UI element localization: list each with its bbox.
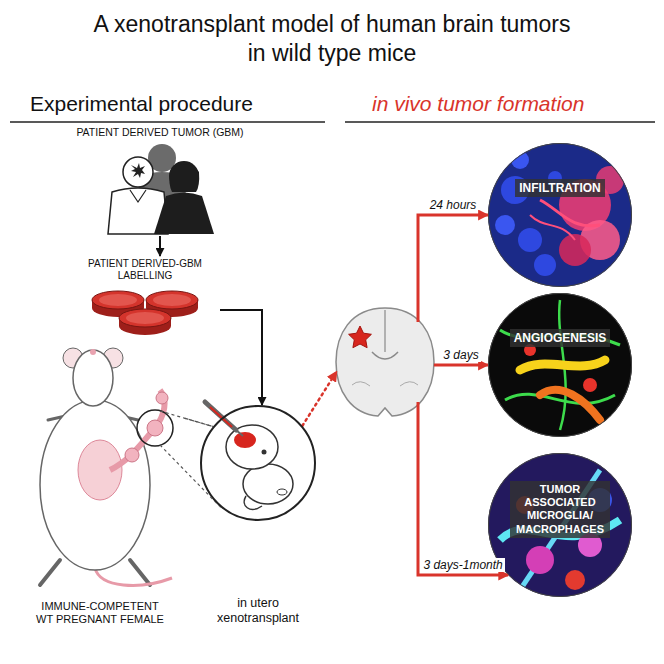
culture-dishes <box>153 294 191 306</box>
connector <box>302 371 336 425</box>
header-rule <box>10 122 655 123</box>
people-figure <box>154 193 214 235</box>
micrograph <box>565 570 585 590</box>
edge-label: 3 days-1month <box>421 558 504 572</box>
circle-outline <box>489 144 632 287</box>
brain-section <box>400 382 418 386</box>
people-figure <box>130 190 146 202</box>
connector <box>159 236 161 256</box>
edge-label: 24 hours <box>428 198 479 212</box>
embryo-figure <box>210 407 232 427</box>
brain-section <box>336 308 434 416</box>
node-label: PATIENT DERIVED-GBM LABELLING <box>70 258 220 282</box>
connector <box>220 310 262 405</box>
embryo-figure <box>262 450 267 455</box>
brain-section <box>330 300 440 420</box>
mouse-figure <box>147 420 163 436</box>
micrograph <box>518 228 542 252</box>
mouse-figure <box>73 350 113 406</box>
edge-label: 3 days <box>441 348 480 362</box>
micrograph <box>488 293 632 437</box>
band-label: ANGIOGENESIS <box>510 329 611 347</box>
embryo-figure <box>236 430 243 436</box>
zoom-line <box>160 411 213 427</box>
culture-dishes <box>92 291 198 335</box>
micrograph <box>505 394 615 403</box>
micrograph <box>540 200 600 226</box>
circle-outline <box>489 294 632 437</box>
people-figure <box>123 157 153 187</box>
mouse-figure <box>40 560 60 585</box>
mouse-figure <box>40 348 173 585</box>
section-heading: in vivo tumor formation <box>372 92 584 116</box>
band-label: TUMOR ASSOCIATED MICROGLIA/ MACROPHAGES <box>510 481 610 538</box>
people-figure <box>108 144 214 234</box>
micrograph <box>488 453 632 597</box>
embryo-figure <box>234 432 256 448</box>
circle-outline <box>488 293 632 438</box>
micrograph-circle: TUMOR ASSOCIATED MICROGLIA/ MACROPHAGES <box>488 453 632 597</box>
people-group: PATIENT DERIVED TUMOR (GBM) <box>65 124 255 236</box>
brain-section <box>349 326 372 348</box>
brain-section <box>384 310 385 352</box>
node-label: PATIENT DERIVED TUMOR (GBM) <box>65 126 255 139</box>
micrograph <box>488 453 632 597</box>
embryo-figure <box>244 496 262 509</box>
micrograph <box>534 254 556 276</box>
section-heading: Experimental procedure <box>30 92 253 116</box>
header-rule <box>345 121 655 123</box>
connector <box>418 402 508 575</box>
connector <box>434 364 488 367</box>
embryo-figure <box>226 425 278 469</box>
connector <box>418 215 488 322</box>
micrograph <box>488 143 632 287</box>
node-label: in utero xenotransplant <box>203 596 313 626</box>
mouse-figure <box>95 568 172 585</box>
micrograph-circle: INFILTRATION <box>488 143 632 287</box>
mouse-figure <box>130 560 150 585</box>
mouse-figure: IMMUNE-COMPETENT WT PREGNANT FEMALE <box>15 340 185 628</box>
micrograph <box>488 293 632 437</box>
circle-outline <box>195 402 321 522</box>
mouse-figure <box>156 392 168 404</box>
culture-dishes <box>99 294 137 306</box>
labelling-group: PATIENT DERIVED-GBM LABELLING <box>70 256 220 338</box>
brain-section <box>372 352 398 359</box>
micrograph-circle: ANGIOGENESIS <box>488 293 632 437</box>
mouse-figure <box>40 400 150 570</box>
header-rule <box>10 121 325 123</box>
embryo-figure <box>277 489 287 495</box>
circle-outline <box>489 454 632 597</box>
circle-outline <box>488 143 632 288</box>
circle-outline <box>201 406 315 520</box>
node-label: IMMUNE-COMPETENT WT PREGNANT FEMALE <box>33 600 167 626</box>
embryo-figure <box>200 402 316 521</box>
mouse-figure <box>137 410 173 446</box>
mouse-figure <box>90 349 96 355</box>
micrograph <box>520 360 605 370</box>
culture-dishes <box>92 291 144 309</box>
people-figure <box>169 164 199 192</box>
embryo-figure <box>200 405 316 521</box>
people-figure <box>169 161 199 191</box>
brain-section <box>336 308 434 416</box>
mouse-figure <box>125 448 139 462</box>
micrograph <box>488 143 632 287</box>
micrograph <box>495 215 515 235</box>
culture-dishes <box>126 312 164 324</box>
culture-dishes <box>119 309 171 327</box>
micrograph <box>526 546 554 574</box>
micrograph <box>540 390 600 420</box>
people-figure <box>131 163 145 178</box>
brain-section <box>352 382 370 386</box>
diagram-title: A xenotransplant model of human brain tu… <box>87 10 577 68</box>
micrograph <box>583 378 597 392</box>
micrograph <box>530 215 575 240</box>
xenotransplant-circle: in utero xenotransplant <box>195 402 321 628</box>
embryo-figure <box>243 464 293 504</box>
culture-dishes <box>146 291 198 309</box>
band-label: INFILTRATION <box>515 179 605 197</box>
connector <box>185 418 213 426</box>
